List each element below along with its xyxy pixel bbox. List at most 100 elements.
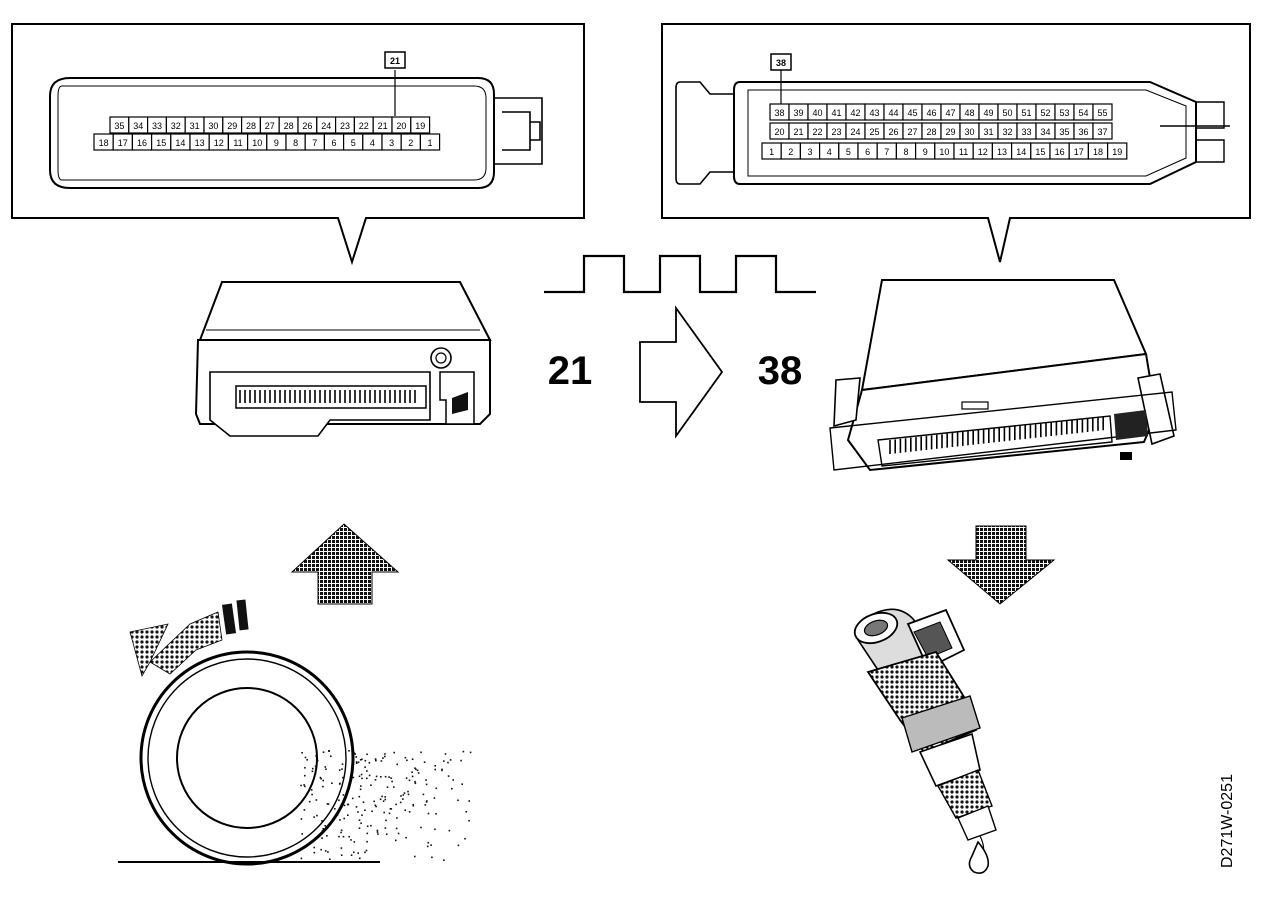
dust-particle	[447, 775, 450, 777]
dust-particle	[384, 827, 387, 829]
connector-pin-label: 23	[831, 127, 841, 137]
connector-pin: 53	[1054, 103, 1075, 121]
connector-pin-label: 43	[869, 108, 879, 118]
dust-particle	[375, 775, 378, 778]
dust-particle	[373, 800, 375, 803]
connector-pin-label: 18	[99, 138, 109, 148]
dust-particle	[327, 803, 330, 805]
connector-pin: 26	[297, 116, 318, 134]
connector-pin: 26	[883, 122, 904, 140]
dust-particle	[417, 772, 420, 774]
connector-pin: 28	[241, 116, 262, 134]
connector-pin: 14	[170, 133, 191, 151]
connector-pin-label: 34	[133, 121, 143, 131]
dust-particle	[393, 786, 395, 788]
dust-particle	[301, 752, 303, 754]
dust-particle	[327, 851, 329, 853]
dust-particle	[402, 798, 404, 800]
connector-pin: 12	[208, 133, 229, 151]
dust-particle	[431, 856, 433, 859]
dust-particle	[371, 810, 373, 813]
dust-particle	[420, 751, 422, 754]
connector-pin: 22	[353, 116, 374, 134]
connector-pin: 38	[769, 103, 790, 121]
dust-particle	[385, 833, 388, 835]
connector-pin: 45	[902, 103, 923, 121]
dust-particle	[377, 833, 379, 835]
dust-particle	[343, 804, 346, 807]
dust-particle	[316, 814, 318, 817]
dust-particle	[361, 758, 363, 761]
connector-pin: 15	[151, 133, 172, 151]
dust-particle	[304, 767, 306, 769]
connector-pin-label: 7	[884, 147, 889, 157]
dust-particle	[407, 790, 409, 793]
connector-pin: 48	[959, 103, 980, 121]
connector-pin: 8	[285, 133, 306, 151]
dust-particle	[443, 760, 445, 762]
dust-particle	[359, 759, 362, 761]
connector-pin-label: 48	[964, 108, 974, 118]
connector-pin: 1	[761, 142, 782, 160]
connector-pin-label: 40	[812, 108, 822, 118]
connector-pin: 3	[381, 133, 402, 151]
dust-particle	[384, 755, 386, 758]
dust-particle	[364, 809, 366, 811]
dust-particle	[311, 793, 313, 796]
dust-particle	[383, 811, 385, 814]
dust-particle	[366, 753, 368, 756]
dust-particle	[355, 806, 358, 808]
connector-pin: 17	[112, 133, 133, 151]
connector-pin-label: 39	[793, 108, 803, 118]
connector-pin: 47	[940, 103, 961, 121]
connector-pin-label: 11	[233, 138, 242, 148]
connector-pin-label: 24	[850, 127, 860, 137]
connector-pin-label: 4	[827, 147, 832, 157]
connector-pin-label: 6	[331, 138, 336, 148]
dust-particle	[399, 801, 402, 804]
connector-pin-label: 25	[869, 127, 879, 137]
dust-particle	[303, 809, 306, 811]
connector-pin-label: 35	[114, 121, 124, 131]
dust-particle	[462, 750, 465, 753]
fuel-drop-icon	[968, 840, 990, 874]
connector-pin-label: 20	[774, 127, 784, 137]
connector-pin-label: 26	[888, 127, 898, 137]
connector-pin-label: 37	[1097, 127, 1107, 137]
dust-particle	[382, 800, 385, 802]
dust-particle	[314, 765, 317, 768]
dust-particle	[444, 753, 447, 755]
connector-pin-label: 17	[118, 138, 128, 148]
dust-particle	[375, 805, 377, 808]
connector-pin: 7	[876, 142, 898, 160]
dust-particle	[357, 761, 360, 764]
dust-particle	[452, 779, 454, 781]
signal-label-in: 21	[548, 349, 593, 393]
dust-particle	[380, 776, 382, 778]
connector-pin-label: 32	[171, 121, 181, 131]
right-connector-end-tab	[675, 81, 735, 185]
connector-pin: 8	[895, 142, 917, 160]
dust-particle	[322, 751, 325, 753]
dust-particle	[376, 831, 379, 833]
dust-particle	[368, 774, 371, 777]
dust-particle	[328, 750, 330, 752]
signal-label-out: 38	[758, 349, 803, 393]
dust-particle	[380, 760, 383, 762]
dust-particle	[352, 776, 355, 779]
dust-particle	[322, 779, 324, 782]
connector-pin: 29	[940, 122, 961, 140]
connector-pin: 54	[1073, 103, 1094, 121]
connector-pin: 32	[997, 122, 1018, 140]
dust-particle	[366, 832, 369, 835]
dust-particle	[355, 762, 358, 764]
connector-pin: 3	[799, 142, 821, 160]
connector-pin: 11	[953, 142, 974, 160]
connector-pin: 35	[109, 116, 130, 134]
connector-pin: 28	[921, 122, 942, 140]
dust-particle	[329, 858, 331, 860]
dust-particle	[351, 797, 354, 800]
connector-pin-label: 55	[1097, 108, 1107, 118]
